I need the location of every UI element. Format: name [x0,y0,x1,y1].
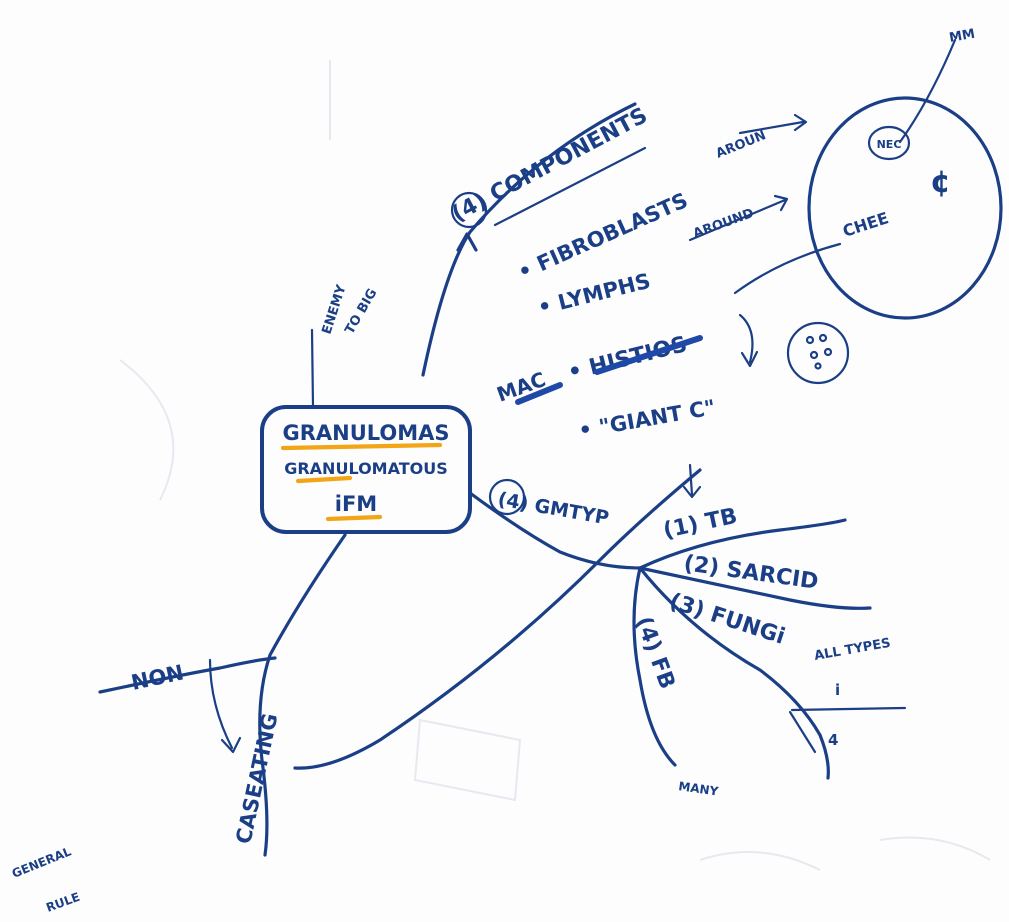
center-title: GRANULOMAS [282,421,449,445]
nec-label: NEC [877,138,902,151]
center-title-underline [280,442,443,451]
giant-cell-arrow-line [738,313,754,364]
types-trunk-line [468,491,642,570]
types-group: (4) GMTYP (1) TB (2) SARCID (3) FUNGi (4… [488,478,892,799]
nec-circle [867,125,911,161]
center-subtitle-underline [295,475,353,484]
non-label: NON [129,660,186,694]
central-node: GRANULOMAS GRANULOMATOUS iFM [260,405,472,534]
around-arrowhead-2-icon [773,194,789,212]
center-ifm: iFM [335,492,377,516]
type-fungi: (3) FUNGi [666,589,788,650]
tb-arrowhead-icon [682,485,702,499]
mm-line [898,38,957,144]
cheese-label: CHEE [840,208,891,241]
cell-symbol: ¢ [930,165,951,200]
necrosis-cell-diagram: NEC CHEE ¢ [786,96,1003,385]
tb-arrow-line [688,463,694,497]
around-arrowhead-1-icon [793,113,808,132]
components-arrowhead-icon [456,232,478,252]
fungi-subbranch-line [790,706,907,712]
caseating-to-tb-line [293,468,702,770]
components-item-giant-cell: • "GIANT C" [577,395,718,443]
all-types-label: ALL TYPES [813,636,892,664]
non-branch-line [98,656,277,694]
fungi-mark-2: 4 [828,731,838,749]
caseating-label: CASEATING [231,711,282,846]
caseating-group: NON CASEATING [129,660,282,846]
fb-branch-line [632,566,677,767]
sarcoid-branch-line [638,566,872,610]
paper-background-marks [119,60,991,871]
fungi-subbranch-line-2 [788,710,817,754]
components-item-lymphs: • LYMPHS [535,269,652,320]
around-arrow-1 [738,120,805,135]
branch-lines [98,38,957,857]
many-label: MANY [678,779,720,798]
type-fb: (4) FB [630,614,679,693]
cell-outer-circle [807,96,1003,320]
histios-underline [594,335,703,375]
types-number-circle [488,478,526,516]
components-title-underline [493,146,647,227]
caseating-trunk-line [258,533,347,857]
around-label-2: AROUND [691,206,756,242]
components-group: (4) COMPONENTS • FIBROBLASTS • LYMPHS • … [448,27,976,443]
components-number-circle [450,191,488,229]
histios-to-cell-line [733,242,842,295]
non-arrowhead-icon [220,736,242,754]
giant-cell-nuclei-icon [805,333,833,370]
mm-label: MM [948,27,976,46]
general-rule-line2: RULE [44,890,82,915]
around-arrow-2 [688,198,787,242]
fungi-mark-1: i [835,681,840,699]
components-branch-line [421,102,637,377]
enemy-note-line2: TO BIG [342,286,380,337]
non-arrow-line [208,658,234,750]
general-rule-line1: GENERAL [10,844,73,881]
type-sarcoid: (2) SARCID [682,551,820,595]
enemy-note: ENEMY TO BIG [320,283,381,337]
macrophage-underline [515,382,563,405]
general-rule-group: GENERAL RULE [10,844,82,915]
center-ifm-underline [325,514,383,522]
components-title: (4) COMPONENTS [448,103,652,227]
central-node-box [260,405,472,534]
giant-cell-circle [786,321,850,385]
enemy-connector-line [310,328,315,409]
center-subtitle: GRANULOMATOUS [284,459,448,478]
giant-cell-arrowhead-icon [740,350,759,368]
tb-branch-line [638,518,847,570]
fungi-branch-line [638,566,830,780]
